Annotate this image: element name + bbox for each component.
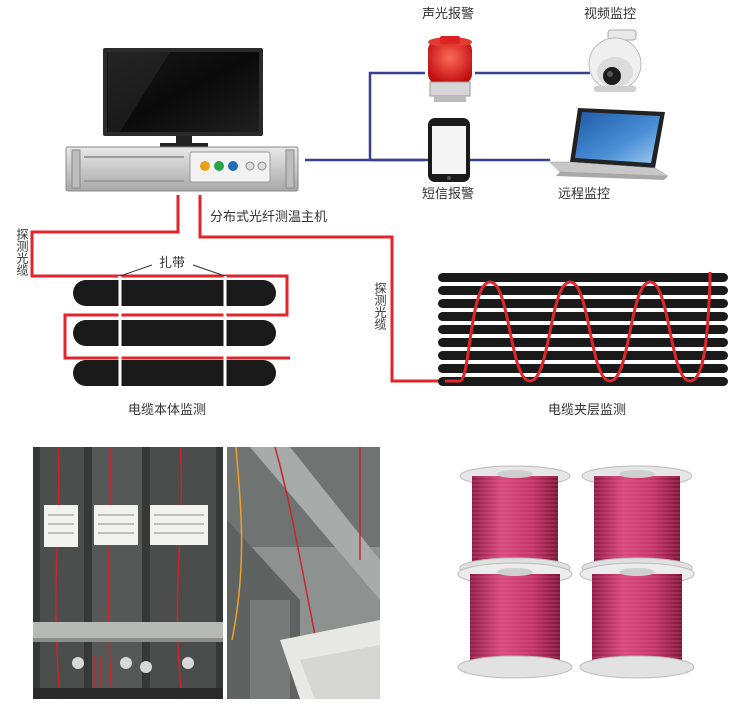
host-computer-icon — [65, 48, 299, 192]
label-probe-cable-right: 探测光缆 — [373, 282, 387, 330]
label-alarm-light: 声光报警 — [422, 7, 475, 22]
smartphone-icon — [428, 118, 470, 182]
label-remote-monitor: 远程监控 — [558, 187, 611, 202]
fiber-right-probe — [198, 195, 445, 383]
photo-cable-tray-top-view — [33, 446, 223, 700]
photo-fiber-spools — [457, 465, 695, 679]
label-video-monitor: 视频监控 — [584, 7, 637, 22]
body-monitoring-cables — [65, 264, 290, 388]
fiber-serpentine — [445, 272, 712, 383]
interlayer-monitoring-cables — [438, 272, 728, 386]
label-body-monitor: 电缆本体监测 — [128, 403, 207, 418]
laptop-icon — [549, 108, 669, 180]
label-interlayer-monitor: 电缆夹层监测 — [548, 403, 627, 418]
label-sms-alarm: 短信报警 — [422, 187, 475, 202]
label-probe-cable-left: 探测光缆 — [15, 228, 29, 276]
spool-icon — [581, 465, 693, 579]
label-cable-tie: 扎带 — [159, 256, 186, 271]
dome-camera-icon — [588, 29, 642, 92]
spool-icon — [579, 562, 695, 679]
spool-icon — [459, 465, 571, 579]
link-hub-alarm — [368, 71, 425, 160]
label-host: 分布式光纤测温主机 — [210, 210, 328, 225]
communication-links — [305, 71, 590, 162]
spool-icon — [457, 562, 573, 679]
cable-tie-icon — [118, 276, 227, 388]
alarm-light-icon — [428, 36, 472, 102]
photo-cable-tray-side-view — [227, 446, 380, 699]
